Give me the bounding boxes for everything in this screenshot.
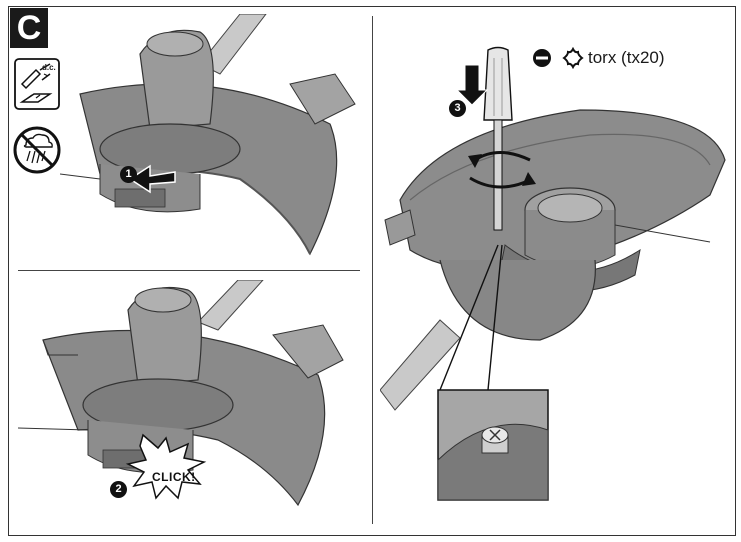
step-number-1: 1 [120, 166, 137, 183]
step-number-3: 3 [449, 100, 466, 117]
instruction-frame [8, 6, 736, 536]
panel-divider-vertical [372, 16, 373, 524]
trimmer-illustration-step2 [18, 280, 358, 520]
dc-charger-icon [14, 58, 60, 110]
panel-divider-horizontal [18, 270, 360, 271]
dc-label: d.c. [42, 63, 56, 72]
no-rain-icon [12, 125, 62, 175]
minus-circle-icon [532, 48, 552, 68]
torx-icon [562, 47, 584, 69]
step-number-2: 2 [110, 481, 127, 498]
section-letter-badge: C [10, 8, 48, 48]
click-label: CLICK! [152, 470, 196, 484]
torx-size-label: torx (tx20) [588, 48, 665, 67]
trimmer-illustration-step1 [60, 14, 360, 269]
guard-screw-illustration-step3 [380, 20, 730, 520]
